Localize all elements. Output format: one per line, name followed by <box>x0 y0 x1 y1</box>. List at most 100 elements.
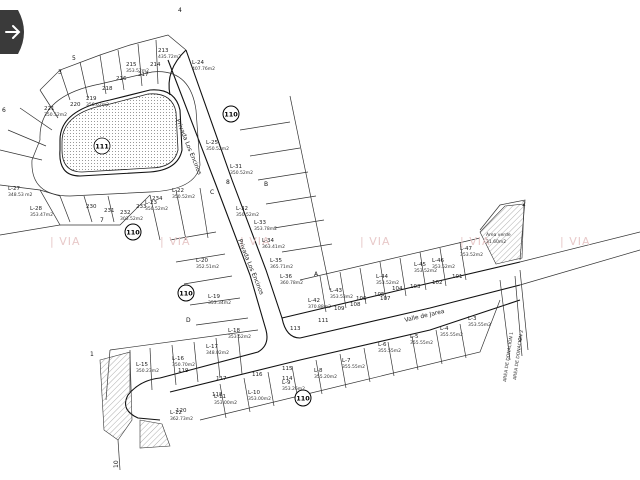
lot-number: L-6 <box>378 342 387 348</box>
lot-number: L-8 <box>314 368 323 374</box>
lot-area: 348.02m2 <box>206 350 229 356</box>
lot-number: L-35 <box>270 258 282 264</box>
vertex-label: 1 <box>90 351 94 358</box>
lot-number: 216 <box>116 76 127 82</box>
lot-number: 101 <box>452 274 463 280</box>
lot-number: 117 <box>216 376 227 382</box>
lot-number: L-44 <box>376 274 388 280</box>
lot-number: 231 <box>104 208 115 214</box>
vertex-label: 10 <box>113 460 120 468</box>
lot-number: 105 <box>374 292 385 298</box>
lot-number: L-7 <box>342 358 351 364</box>
watermark-text: | VIA <box>560 235 591 248</box>
street-label-valle: Valle de Jarea <box>404 308 446 324</box>
lot-number: L-11 <box>214 394 226 400</box>
lot-number: L-22 <box>172 188 184 194</box>
svg-text:110: 110 <box>126 229 140 237</box>
lot-number: 218 <box>102 86 113 92</box>
lot-number: 230 <box>86 204 97 210</box>
lot-area: 353.52m2 <box>126 68 149 74</box>
lot-number: L-31 <box>230 164 242 170</box>
lot-area: 353.34m2 <box>208 300 231 306</box>
vertex-label: B <box>264 181 268 188</box>
lot-area: 350.52m2 <box>230 170 253 176</box>
lot-number: 213 <box>158 48 169 54</box>
lot-area: 348.53 m2 <box>8 192 33 198</box>
watermark-text: | VIA <box>50 235 81 248</box>
lot-area: 353.52m2 <box>460 252 483 258</box>
lot-number: 220 <box>70 102 81 108</box>
lot-area: 350.23m2 <box>136 368 159 374</box>
lot-number: L-27 <box>8 186 20 192</box>
lot-area: 350.52m2 <box>145 206 168 212</box>
vertex-label: 9 <box>518 337 522 344</box>
lot-area: 363.41m2 <box>262 244 285 250</box>
lot-labels: 213435.72m2214215353.52m2216217218219356… <box>8 48 525 422</box>
lot-area: 303.52m2 <box>120 216 143 222</box>
lot-number: L-36 <box>280 274 292 280</box>
lot-area: 353.55m2 <box>468 322 491 328</box>
lot-number: 219 <box>86 96 97 102</box>
lot-number: L-45 <box>414 262 426 268</box>
lot-number: L-32 <box>236 206 248 212</box>
lot-area: 435.72m2 <box>158 54 181 60</box>
lot-number: 119 <box>178 368 189 374</box>
lot-number: 214 <box>150 62 161 68</box>
lot-area: 353.26m2 <box>282 386 305 392</box>
lot-number: 215 <box>126 62 137 68</box>
road-badge: 110 <box>294 389 312 407</box>
lot-number: L-46 <box>432 258 444 264</box>
lot-number: L-33 <box>254 220 266 226</box>
common-area-badge: 111 <box>93 137 111 155</box>
lot-area: 353.00m2 <box>248 396 271 402</box>
svg-text:111: 111 <box>95 143 109 151</box>
green-area-label: Area verde <box>486 232 511 238</box>
lot-number: 114 <box>282 376 293 382</box>
lot-number: L-28 <box>30 206 42 212</box>
lot-area: 353.52m2 <box>376 280 399 286</box>
watermark-text: | VIA <box>240 235 271 248</box>
vertex-label: A <box>314 271 319 278</box>
lot-number: 102 <box>432 280 443 286</box>
lot-number: 118 <box>212 392 223 398</box>
vertex-label: 5 <box>72 55 76 62</box>
lot-number: 120 <box>176 408 187 414</box>
lot-number: L-24 <box>192 60 204 66</box>
lot-area: 353.00m2 <box>214 400 237 406</box>
lot-number: L-18 <box>228 328 240 334</box>
vertex-label: 4 <box>178 7 182 14</box>
lot-number: 109 <box>334 306 345 312</box>
lot-area: 355.55m2 <box>342 364 365 370</box>
svg-text:110: 110 <box>296 395 310 403</box>
vertex-label: 3 <box>58 69 62 76</box>
watermark-text: | VIA <box>360 235 391 248</box>
lot-number: 221 <box>44 106 55 112</box>
lot-area: 353.53m2 <box>330 294 353 300</box>
lot-number: 217 <box>138 72 149 78</box>
lot-number: L-25 <box>206 140 218 146</box>
lot-area: 360.78m2 <box>280 280 303 286</box>
lot-number: 106 <box>356 296 367 302</box>
lot-area: 362.73m2 <box>170 416 193 422</box>
lot-area: 350.52m2 <box>44 112 67 118</box>
lot-number: 111 <box>318 318 329 324</box>
road-badge: 110 <box>177 284 195 302</box>
common-area-outline <box>59 89 183 177</box>
lot-area: 353.52m2 <box>414 268 437 274</box>
lot-number: L-42 <box>308 298 320 304</box>
lot-number: L-5 <box>410 334 419 340</box>
lot-area: 350.52m2 <box>236 212 259 218</box>
lot-number: 115 <box>282 366 293 372</box>
watermark-text: | VIA <box>160 235 191 248</box>
lot-number: L-17 <box>206 344 218 350</box>
lot-area: 350.70m2 <box>172 362 195 368</box>
back-arrow-icon[interactable] <box>0 10 30 54</box>
lot-number: 108 <box>350 302 361 308</box>
lot-area: 353.52m2 <box>228 334 251 340</box>
lot-number: 233 <box>136 204 147 210</box>
road-badge: 110 <box>222 105 240 123</box>
lot-number: 116 <box>252 372 263 378</box>
lot-area: 355.20m2 <box>314 374 337 380</box>
lot-lines <box>0 34 529 471</box>
